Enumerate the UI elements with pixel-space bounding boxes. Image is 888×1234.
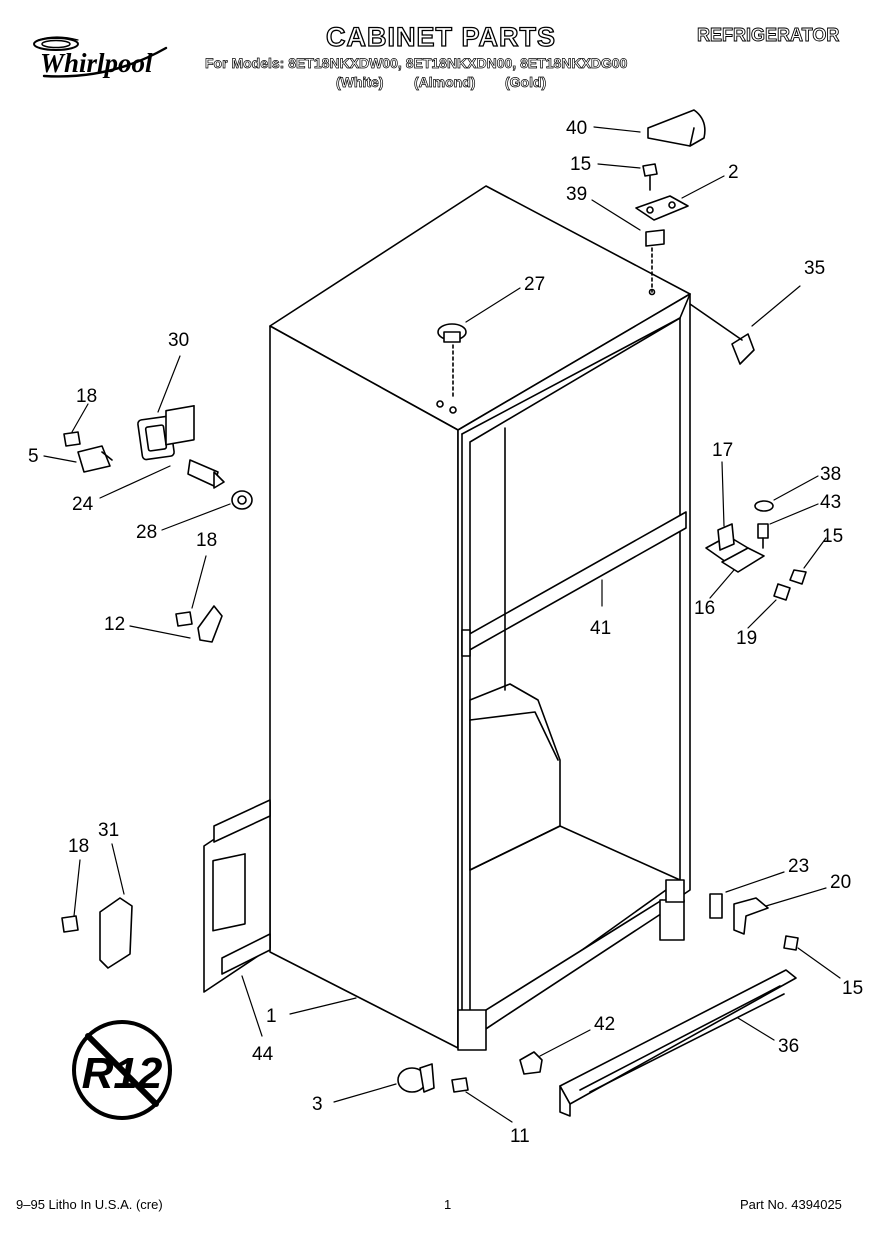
appliance-category: REFRIGERATOR [697, 25, 840, 46]
callout-1: 1 [266, 1006, 277, 1027]
callout-18: 18 [68, 836, 89, 857]
grille-clip-icon [519, 1051, 543, 1075]
callout-3: 3 [312, 1094, 323, 1115]
callout-15: 15 [570, 154, 591, 175]
center-hinge-icon [705, 523, 765, 573]
callout-42: 42 [594, 1014, 615, 1035]
callout-11: 11 [510, 1126, 530, 1147]
hinge-cover-icon [647, 109, 706, 147]
washer-pin-icon [754, 500, 774, 549]
color-white: (White) [336, 74, 384, 91]
callout-2: 2 [728, 162, 739, 183]
callout-19: 19 [736, 628, 757, 649]
color-gold: (Gold) [505, 74, 547, 91]
r12-prohibited-icon: R12 [72, 1020, 172, 1120]
print-info: 9–95 Litho In U.S.A. (cre) [16, 1197, 163, 1212]
models-line: For Models: 8ET18NKXDW00, 8ET18NKXDN00, … [205, 55, 628, 72]
whirlpool-logo-icon [33, 36, 168, 78]
screw-icon [451, 1077, 469, 1093]
callout-44: 44 [252, 1044, 274, 1065]
top-hinge-icon [635, 195, 689, 221]
callout-15: 15 [842, 978, 863, 999]
callout-38: 38 [820, 464, 841, 485]
callout-43: 43 [820, 492, 841, 513]
page-title: CABINET PARTS [325, 21, 557, 52]
clip-bracket-icon [175, 605, 223, 643]
lower-hinge-icon [709, 893, 799, 951]
callout-40: 40 [566, 118, 587, 139]
callout-18: 18 [76, 386, 97, 407]
callout-15: 15 [822, 526, 843, 547]
callout-27: 27 [524, 274, 545, 295]
page-number: 1 [444, 1197, 452, 1212]
plug-button-icon [437, 323, 467, 399]
cabinet-shell-icon [269, 185, 691, 1051]
callout-28: 28 [136, 522, 157, 543]
hinge-bracket-icon [63, 431, 113, 473]
callout-39: 39 [566, 184, 587, 205]
hinge-cap-icon [689, 303, 755, 365]
callout-30: 30 [168, 330, 189, 351]
gasket-icon [137, 415, 175, 461]
color-almond: (Almond) [414, 74, 476, 91]
part-number: Part No. 4394025 [740, 1197, 842, 1212]
callout-17: 17 [712, 440, 733, 461]
callout-5: 5 [28, 446, 39, 467]
roller-icon [397, 1063, 435, 1093]
callout-12: 12 [104, 614, 125, 635]
leader-lines [43, 126, 841, 1123]
cover-panel-icon [61, 897, 133, 969]
washer-icon [231, 490, 253, 510]
screw-icon [773, 569, 807, 601]
callout-18: 18 [196, 530, 217, 551]
toe-grille-icon [559, 969, 797, 1117]
r12-badge-text: R12 [82, 1049, 163, 1098]
callout-31: 31 [98, 820, 119, 841]
screw-icon [642, 163, 658, 191]
callout-24: 24 [72, 494, 94, 515]
side-bracket-icon [203, 799, 271, 993]
callout-41: 41 [590, 618, 611, 639]
callout-20: 20 [830, 872, 851, 893]
callout-numbers: 40 15 2 39 35 27 30 18 5 24 28 18 12 17 … [28, 118, 863, 1147]
callout-36: 36 [778, 1036, 799, 1057]
hinge-shim-icon [645, 229, 665, 293]
callout-35: 35 [804, 258, 825, 279]
callout-23: 23 [788, 856, 809, 877]
shaft-bracket-icon [165, 404, 225, 489]
callout-16: 16 [694, 598, 715, 619]
